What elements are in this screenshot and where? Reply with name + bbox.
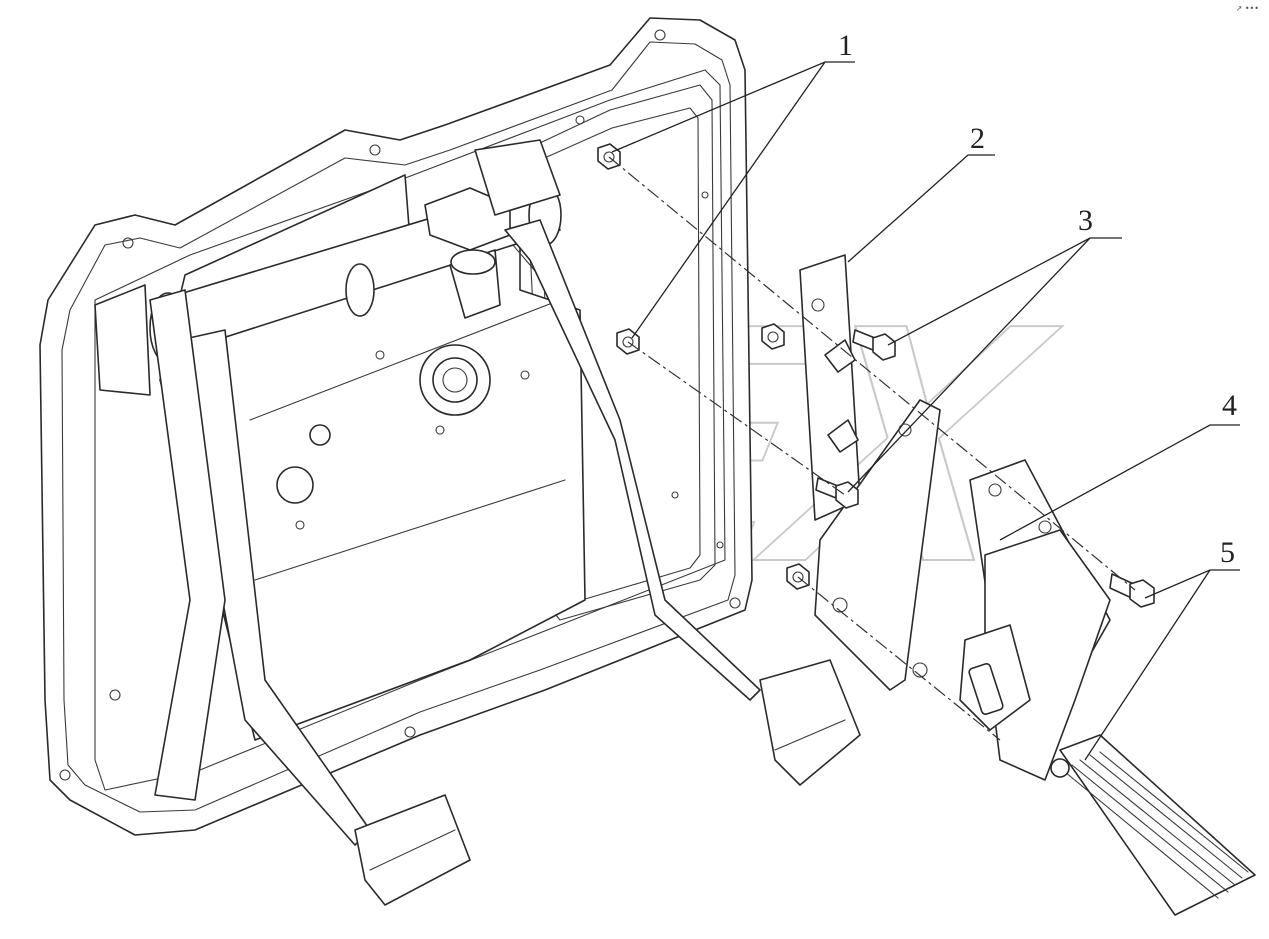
accelerator-pedal-part-5 [959, 529, 1256, 916]
clutch-pedal [149, 289, 471, 906]
callout-1: 1 [838, 29, 853, 62]
bolt-5 [1109, 573, 1155, 608]
bolt-3-upper [852, 329, 896, 361]
callout-4: 4 [1222, 389, 1237, 422]
callout-2: 2 [970, 122, 985, 155]
nut-1-lower [786, 563, 810, 590]
callout-3: 3 [1078, 204, 1093, 237]
callout-labels: 1 2 3 4 5 [838, 29, 1237, 569]
bolt-3-lower [815, 477, 859, 509]
brake-pedal [504, 219, 861, 786]
nut-1-right [761, 323, 785, 350]
assembly-axis-lines [608, 156, 1136, 741]
spacer-plate-part-2 [799, 254, 861, 521]
bolts-part-3 [815, 329, 1155, 608]
callout-leaders [611, 61, 1240, 761]
callout-5: 5 [1220, 536, 1235, 569]
corner-mark: ↗ ••• [1235, 4, 1259, 13]
